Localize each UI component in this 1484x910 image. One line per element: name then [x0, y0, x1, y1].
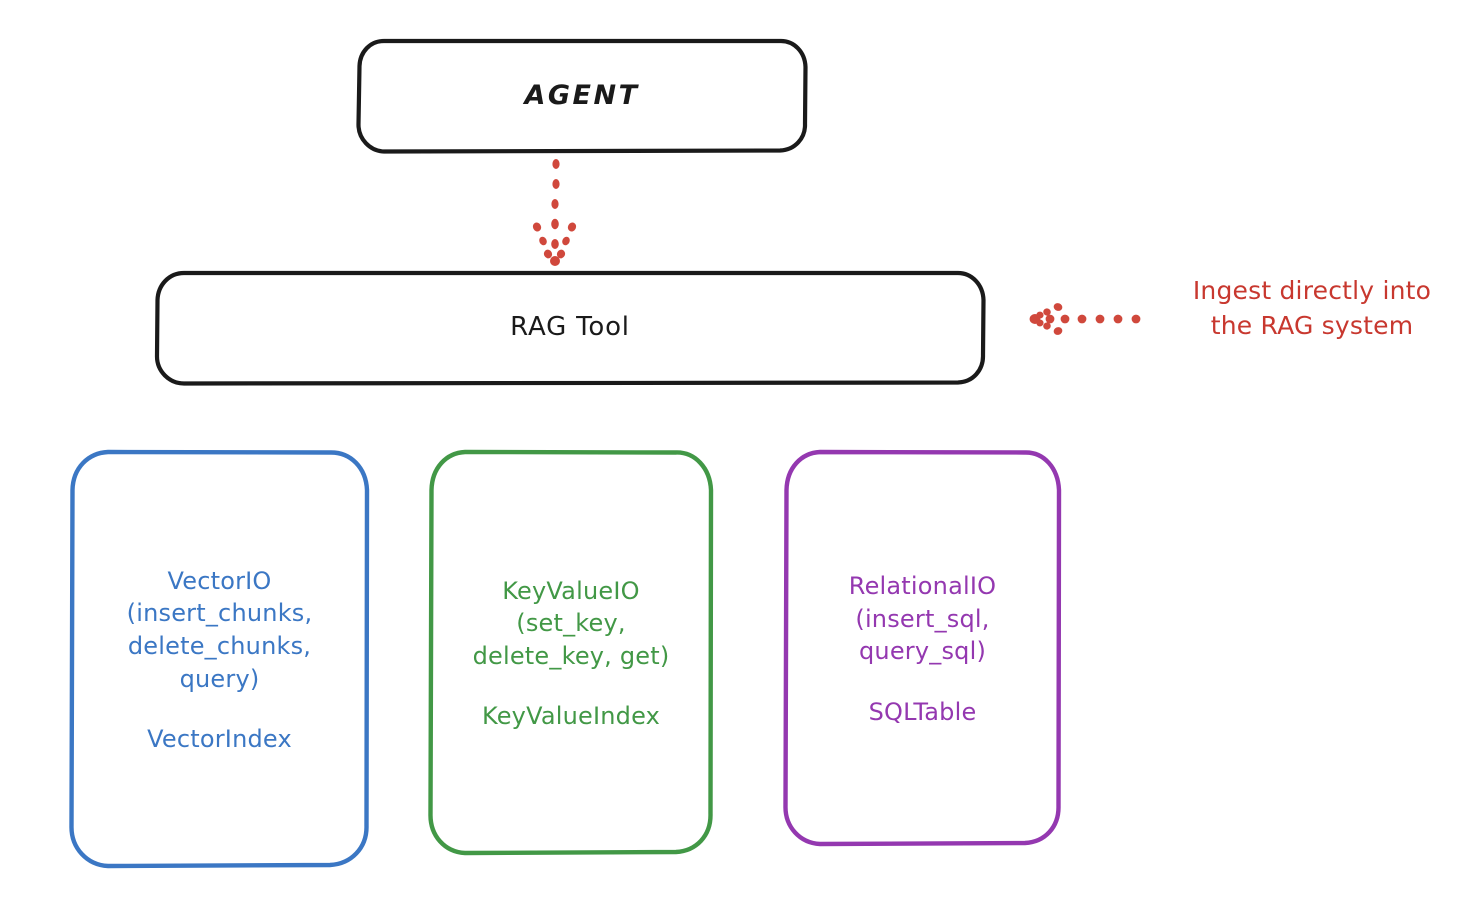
relational-io-label: RelationalIO (insert_sql, query_sql) [848, 572, 997, 666]
dotted-down-arrow-icon [532, 159, 577, 266]
node-vector-io[interactable]: VectorIO (insert_chunks, delete_chunks, … [68, 448, 371, 870]
dotted-left-arrow-icon [1029, 303, 1141, 335]
relational-io-table-label: SQLTable [868, 697, 977, 726]
annotation-ingest: Ingest directly into the RAG system [1022, 276, 1474, 370]
connector-ingest-pointer [1022, 298, 1142, 338]
key-value-io-label: KeyValueIO (set_key, delete_key, get) [472, 576, 670, 670]
key-value-io-index-label: KeyValueIndex [481, 702, 661, 731]
vector-io-index-label: VectorIndex [147, 725, 292, 754]
vector-io-content: VectorIO (insert_chunks, delete_chunks, … [68, 565, 371, 754]
relational-io-content: RelationalIO (insert_sql, query_sql) SQL… [782, 570, 1063, 726]
key-value-io-content: KeyValueIO (set_key, delete_key, get) Ke… [427, 575, 715, 731]
rag-tool-label: RAG Tool [510, 312, 630, 343]
ingest-annotation-text: Ingest directly into the RAG system [1192, 276, 1432, 340]
connector-agent-to-rag-tool [520, 158, 630, 270]
node-agent[interactable]: AGENT [356, 38, 808, 154]
node-relational-io[interactable]: RelationalIO (insert_sql, query_sql) SQL… [782, 448, 1063, 848]
node-key-value-io[interactable]: KeyValueIO (set_key, delete_key, get) Ke… [427, 448, 715, 857]
node-rag-tool[interactable]: RAG Tool [154, 270, 986, 386]
vector-io-label: VectorIO (insert_chunks, delete_chunks, … [126, 566, 313, 693]
agent-label: AGENT [524, 80, 640, 112]
